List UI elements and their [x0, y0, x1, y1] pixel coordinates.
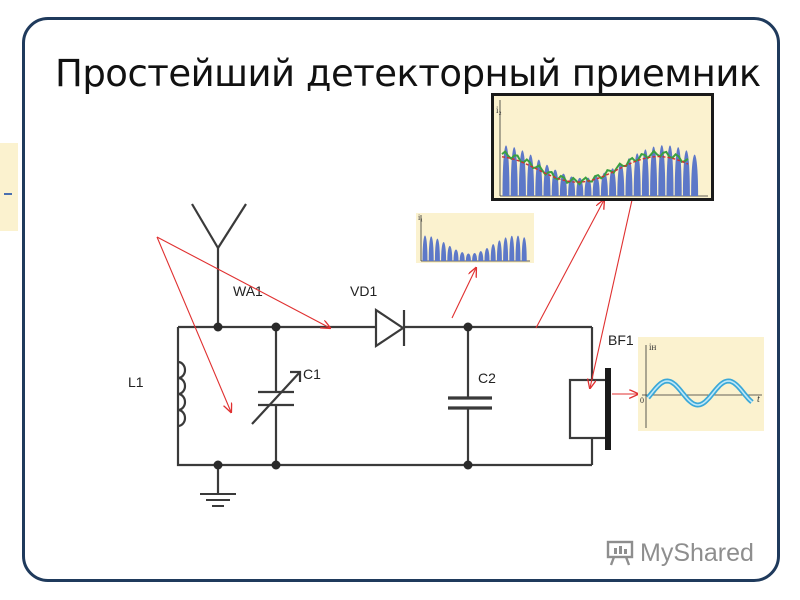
waveform-pulse: [521, 237, 527, 261]
waveform-pulse: [503, 237, 509, 261]
rectified-graph-axis-label: i₂: [496, 105, 502, 115]
label-l1: L1: [128, 374, 144, 390]
waveform-pulse: [625, 158, 633, 196]
waveform-pulse: [496, 240, 502, 261]
slide-title: Простейший детекторный приемник: [55, 52, 761, 95]
audio-graph-origin: 0: [640, 396, 644, 405]
waveform-pulse: [434, 238, 440, 261]
waveform-pulse: [465, 253, 471, 261]
label-vd1: VD1: [350, 283, 377, 299]
waveform-pulse: [592, 175, 600, 196]
waveform-pulse: [641, 149, 649, 196]
circuit-wires: [176, 325, 594, 494]
am-signal-graph: i₁: [416, 213, 534, 263]
waveform-pulse: [422, 235, 428, 261]
label-wa1: WA1: [233, 283, 263, 299]
am-signal-pulses: [422, 235, 527, 261]
offscreen-graph-fragment: [0, 143, 18, 231]
label-c2: C2: [478, 370, 496, 386]
myshared-watermark: MyShared: [606, 538, 754, 568]
waveform-pulse: [515, 235, 521, 261]
waveform-pulse: [484, 247, 490, 261]
audio-graph-y-label: ін: [649, 342, 657, 352]
inductor-l1: [177, 360, 187, 428]
waveform-pulse: [478, 251, 484, 261]
rectified-signal-graph: i₂: [491, 93, 714, 201]
envelope-red-curve: [501, 155, 689, 183]
junction-dots: [213, 322, 473, 470]
waveform-pulse: [472, 253, 478, 261]
waveform-pulse: [509, 235, 515, 261]
speaker-bf1: [568, 368, 611, 450]
label-c1: C1: [303, 366, 321, 382]
presentation-board-icon: [606, 540, 634, 566]
waveform-pulse: [609, 168, 617, 196]
waveform-pulse: [600, 172, 608, 196]
waveform-pulse: [633, 153, 641, 196]
waveform-pulse: [447, 245, 453, 261]
audio-output-graph: ін t 0: [638, 337, 764, 431]
waveform-pulse: [441, 242, 447, 261]
watermark-text: MyShared: [640, 538, 754, 567]
ground-symbol: [200, 493, 236, 507]
offscreen-graph-line: [4, 193, 12, 195]
am-graph-axis-label: i₁: [418, 213, 423, 222]
waveform-pulse: [428, 236, 434, 261]
waveform-pulse: [617, 163, 625, 196]
antenna-symbol: [191, 203, 247, 327]
waveform-pulse: [453, 249, 459, 261]
diode-vd1: [374, 307, 406, 349]
envelope-green-curve: [501, 149, 689, 186]
label-bf1: BF1: [608, 332, 634, 348]
capacitor-c2: [448, 396, 492, 410]
variable-capacitor-c1: [251, 370, 302, 425]
pointer-arrows: [156, 200, 638, 412]
audio-sine-highlight: [647, 380, 753, 406]
waveform-pulse: [691, 154, 699, 196]
audio-graph-x-label: t: [757, 394, 760, 405]
waveform-pulse: [459, 252, 465, 261]
waveform-pulse: [490, 244, 496, 261]
waveform-pulse: [650, 146, 658, 196]
